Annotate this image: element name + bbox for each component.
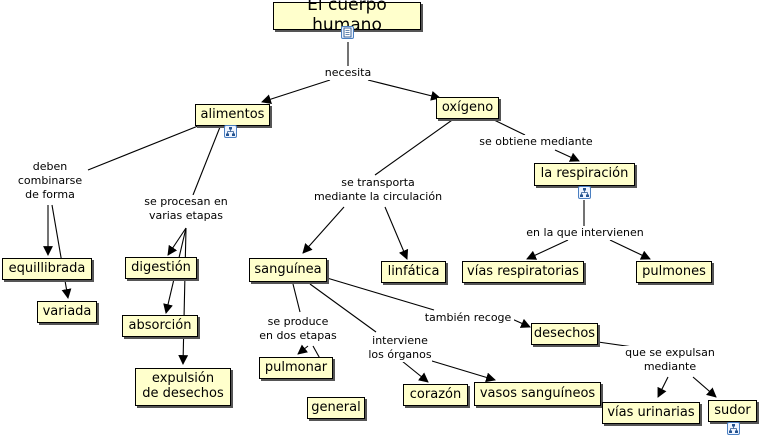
link-tambien-recoge: también recoge bbox=[422, 311, 514, 325]
link-se-procesan: se procesan en varias etapas bbox=[134, 195, 238, 223]
concept-equilibrada[interactable]: equillibrada bbox=[2, 258, 92, 280]
concept-sanguinea[interactable]: sanguínea bbox=[249, 258, 327, 282]
concept-map-icon[interactable] bbox=[727, 422, 740, 435]
concept-map-icon[interactable] bbox=[578, 186, 591, 199]
link-necesita: necesita bbox=[320, 66, 376, 80]
link-interviene-los-organos: interviene los órganos bbox=[368, 334, 432, 362]
concept-pulmones[interactable]: pulmones bbox=[636, 261, 712, 283]
link-que-se-expulsan: que se expulsan mediante bbox=[620, 346, 720, 374]
link-se-transporta: se transporta mediante la circulación bbox=[308, 176, 448, 204]
concept-absorcion[interactable]: absorción bbox=[122, 315, 198, 337]
link-se-produce: se produce en dos etapas bbox=[258, 315, 338, 343]
concept-vias-respiratorias[interactable]: vías respiratorias bbox=[462, 261, 584, 283]
concept-oxigeno[interactable]: oxígeno bbox=[436, 97, 499, 119]
concept-corazon[interactable]: corazón bbox=[403, 384, 468, 406]
concept-la-respiracion[interactable]: la respiración bbox=[534, 163, 635, 186]
concept-linfatica[interactable]: linfática bbox=[381, 261, 446, 283]
link-se-obtiene-mediante: se obtiene mediante bbox=[472, 135, 600, 149]
concept-sudor[interactable]: sudor bbox=[708, 400, 757, 422]
concept-vasos-sanguineos[interactable]: vasos sanguíneos bbox=[474, 382, 601, 406]
concept-vias-urinarias[interactable]: vías urinarias bbox=[602, 402, 700, 424]
concept-desechos[interactable]: desechos bbox=[531, 323, 598, 345]
concept-expulsion-de-desechos[interactable]: expulsión de desechos bbox=[135, 368, 231, 406]
concept-pulmonar[interactable]: pulmonar bbox=[259, 357, 333, 379]
link-deben-combinarse: deben combinarse de forma bbox=[14, 160, 86, 202]
document-icon[interactable] bbox=[341, 26, 354, 39]
concept-digestion[interactable]: digestión bbox=[125, 257, 197, 279]
concept-map-icon[interactable] bbox=[224, 125, 237, 138]
link-en-la-que-intervienen: en la que intervienen bbox=[520, 226, 650, 240]
concept-alimentos[interactable]: alimentos bbox=[195, 104, 270, 126]
concept-general[interactable]: general bbox=[307, 397, 365, 419]
concept-variada[interactable]: variada bbox=[37, 301, 97, 323]
